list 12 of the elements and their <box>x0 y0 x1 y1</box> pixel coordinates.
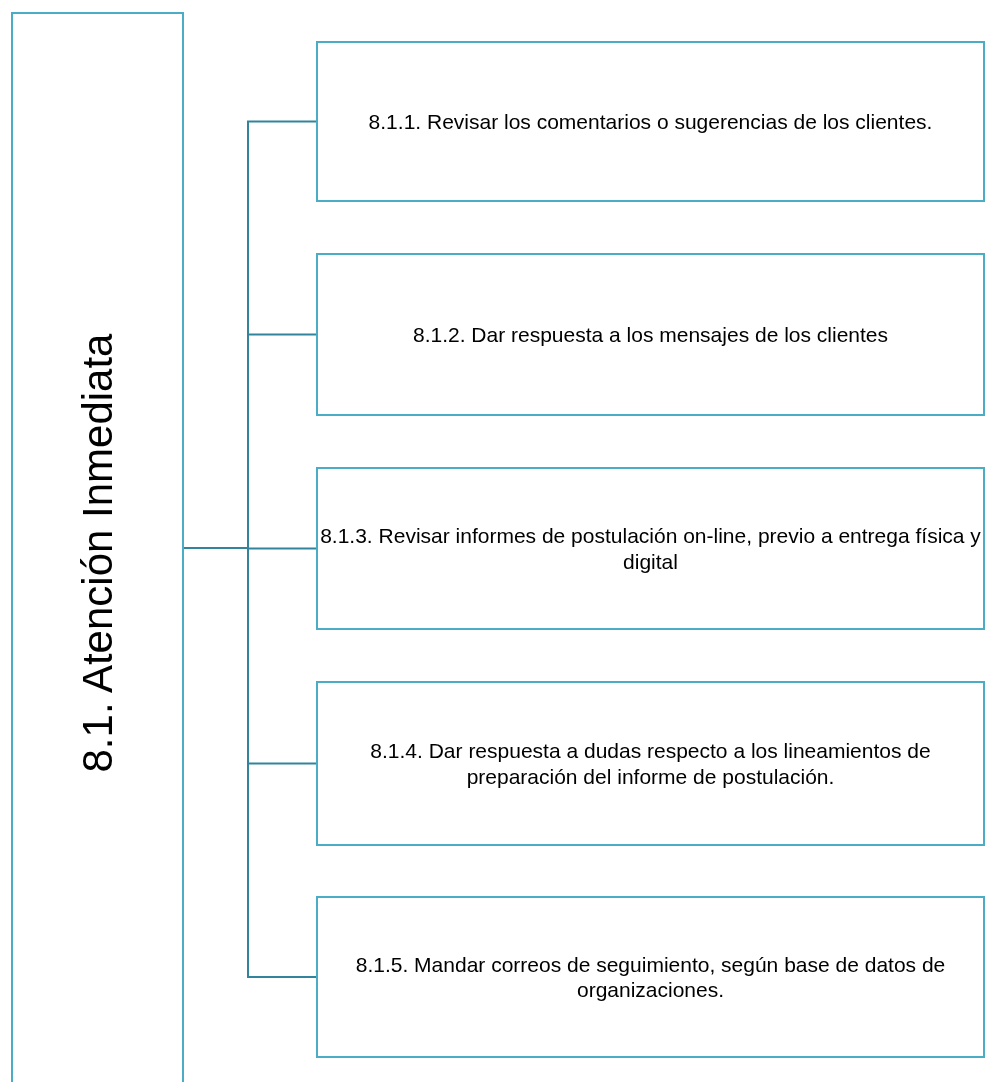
task-box <box>316 896 985 1058</box>
task-box <box>316 41 985 202</box>
task-text: 8.1.1. Revisar los comentarios o sugerencias de los clientes. <box>368 108 933 135</box>
main-title: 8.1. Atención Inmediata <box>73 333 122 773</box>
main-box <box>11 12 184 1082</box>
task-text: 8.1.5. Mandar correos de seguimiento, según base de datos de organizaciones. <box>354 951 947 1003</box>
task-box <box>316 253 985 416</box>
task-box <box>316 467 985 630</box>
task-box <box>316 681 985 846</box>
task-text: 8.1.4. Dar respuesta a dudas respecto a los lineamientos de preparación del informe de postulación. <box>369 738 932 789</box>
task-text: 8.1.2. Dar respuesta a los mensajes de los clientes <box>412 321 889 348</box>
task-text: 8.1.3. Revisar informes de postulación on-line, previo a entrega física y digital <box>319 523 982 574</box>
